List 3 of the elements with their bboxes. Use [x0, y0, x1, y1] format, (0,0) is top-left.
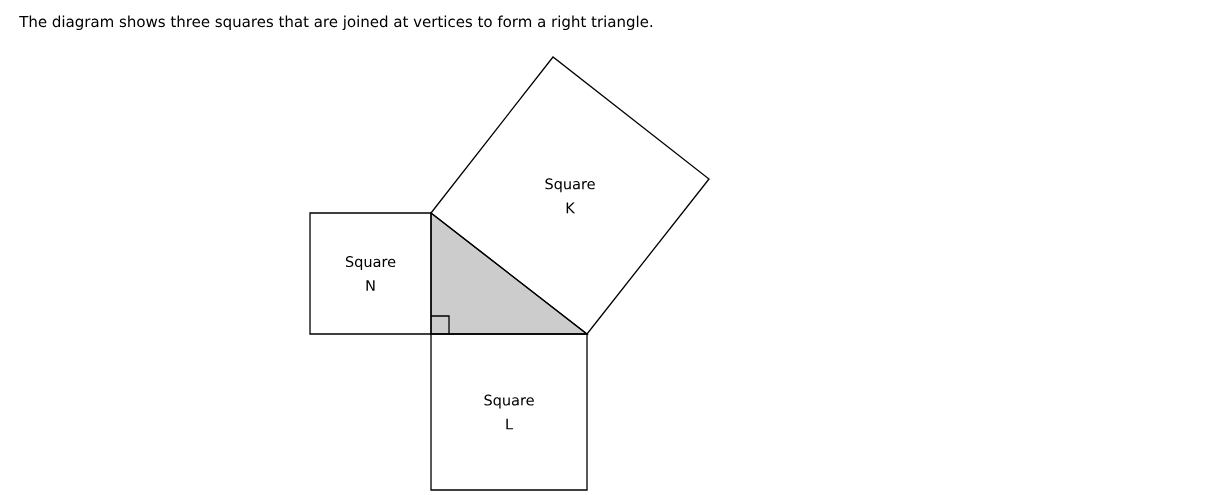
square: Square N [309, 212, 432, 335]
title: The diagram shows three squares that are joined at vertices to form a right triangle. [19, 15, 653, 31]
square: Square L [430, 333, 588, 491]
